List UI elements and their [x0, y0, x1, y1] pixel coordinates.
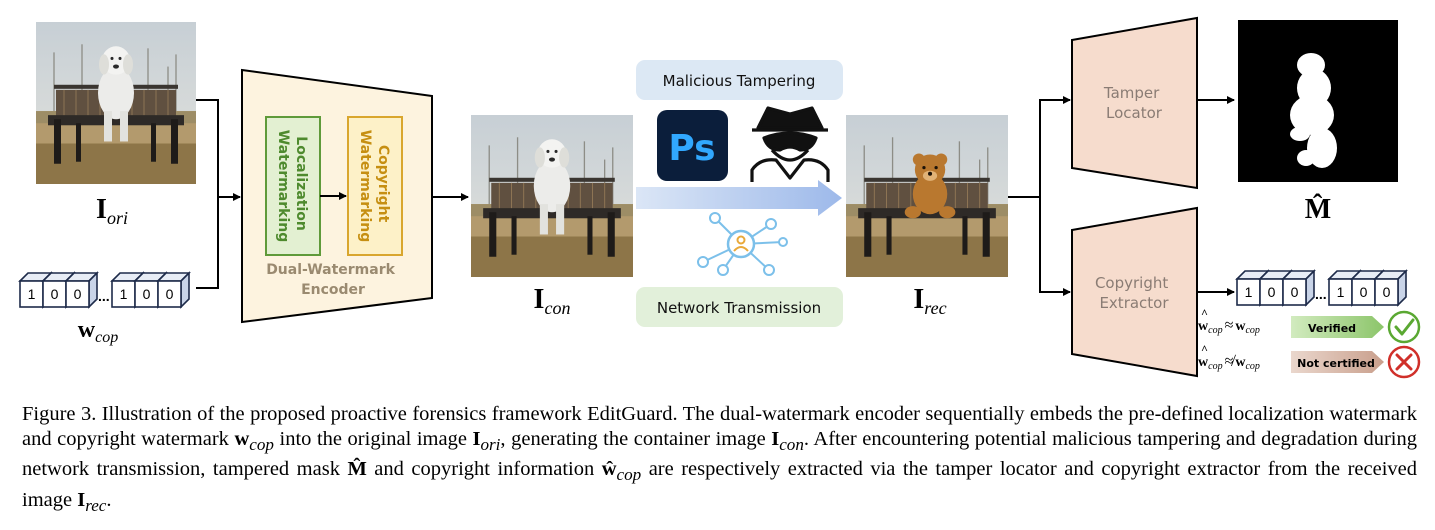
svg-text:Ps: Ps — [668, 128, 715, 169]
localization-watermarking-block — [265, 116, 321, 256]
svg-text:1: 1 — [1245, 284, 1253, 300]
output-ellipsis: ... — [1315, 286, 1327, 302]
transmission-flow-arrow — [636, 180, 842, 216]
svg-text:0: 0 — [1383, 284, 1391, 300]
svg-text:1: 1 — [120, 286, 128, 302]
container-image-label: Icon — [534, 284, 571, 318]
original-image-label: Iori — [96, 194, 128, 228]
malicious-tampering-panel: Malicious Tampering — [636, 60, 843, 100]
svg-text:0: 0 — [1291, 284, 1299, 300]
tamper-mask — [1238, 20, 1398, 182]
container-image — [471, 115, 633, 277]
svg-text:Network Transmission: Network Transmission — [657, 299, 821, 317]
input-ellipsis: ... — [98, 288, 110, 304]
svg-text:0: 0 — [1268, 284, 1276, 300]
svg-text:Tamper Locator: Tamper Locator — [1103, 84, 1164, 122]
checkmark-icon — [1387, 310, 1421, 344]
svg-text:0: 0 — [1360, 284, 1368, 300]
hacker-icon — [750, 106, 830, 182]
svg-text:1: 1 — [28, 286, 36, 302]
network-icon — [697, 212, 788, 276]
svg-text:^: ^ — [1201, 306, 1208, 320]
verified-bar — [1291, 316, 1384, 338]
svg-text:Localization Watermarkin: Localization Watermarking — [275, 130, 309, 243]
not-certified-bar — [1291, 351, 1384, 373]
output-bit-a-2: 0 — [1281, 269, 1316, 307]
svg-text:^: ^ — [1201, 342, 1208, 356]
svg-text:0: 0 — [166, 286, 174, 302]
svg-text:Not certified: Not certified — [1297, 357, 1375, 370]
tamper-locator: Tamper Locator — [1071, 16, 1198, 190]
input-bit-b-2: 0 — [156, 271, 191, 309]
caption-wcop: w — [234, 427, 250, 450]
received-image — [846, 115, 1008, 277]
svg-text:Malicious Tampering: Malicious Tampering — [663, 72, 816, 90]
watermark-label: wcop — [78, 317, 118, 346]
dual-watermark-encoder: Localization Watermarking Copyright Wate… — [241, 68, 433, 324]
original-image — [36, 22, 196, 184]
svg-text:0: 0 — [143, 286, 151, 302]
svg-text:Copyright Extractor: Copyright Extractor — [1095, 274, 1173, 312]
output-bit-b-2: 0 — [1373, 269, 1408, 307]
svg-text:0: 0 — [51, 286, 59, 302]
received-image-label: Irec — [913, 284, 946, 318]
cross-icon — [1387, 345, 1421, 379]
encoder-input-arrows — [196, 99, 241, 289]
encoder-title: Dual-Watermark Encoder — [266, 262, 400, 298]
svg-text:Verified: Verified — [1308, 322, 1356, 335]
mask-label: M̂ — [1305, 194, 1331, 225]
figure-caption: Figure 3. Illustration of the proposed p… — [22, 403, 1418, 515]
decoder-input-arrows — [1008, 96, 1071, 296]
verified-formula: wcop≈wcop — [1198, 317, 1260, 336]
svg-text:1: 1 — [1337, 284, 1345, 300]
network-transmission-panel: Network Transmission — [636, 287, 843, 327]
copyright-extractor: Copyright Extractor — [1071, 206, 1198, 378]
copyright-watermarking-block — [347, 116, 403, 256]
svg-text:0: 0 — [74, 286, 82, 302]
input-bit-a-2: 0 — [64, 271, 99, 309]
verified-row: wcop≈wcop ^ Verified — [1198, 306, 1421, 344]
not-certified-row: wcop≉wcop ^ Not certified — [1198, 342, 1421, 379]
svg-text:Copyright Watermarking: Copyright Watermarking — [357, 130, 391, 243]
not-certified-formula: wcop≉wcop — [1198, 353, 1260, 372]
photoshop-logo: Ps — [657, 110, 728, 181]
